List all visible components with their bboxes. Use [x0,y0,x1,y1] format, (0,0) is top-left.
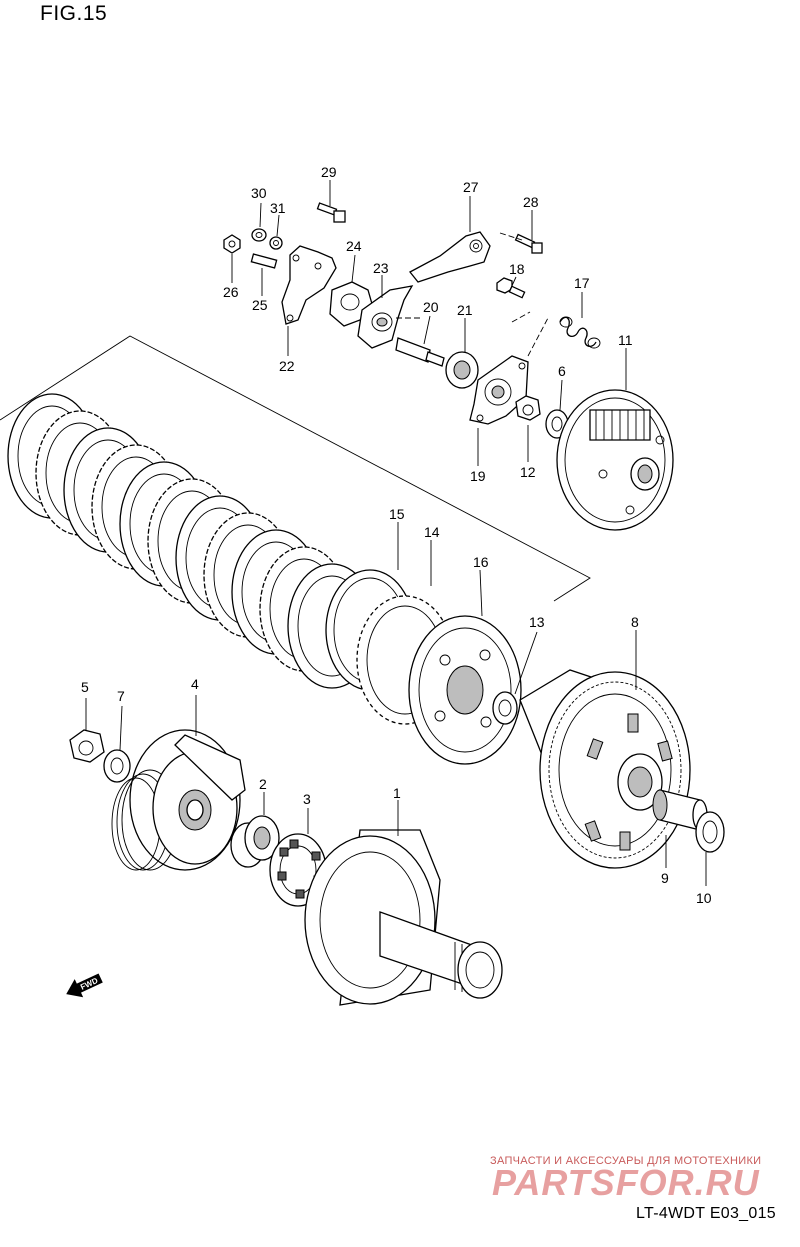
callout-18: 18 [509,261,525,277]
callout-13: 13 [529,614,545,630]
callout-2: 2 [259,776,267,792]
fwd-label: FWD [79,976,100,992]
callout-16: 16 [473,554,489,570]
callout-31: 31 [270,200,286,216]
callout-4: 4 [191,676,199,692]
part-12-nut [515,395,541,421]
callout-27: 27 [463,179,479,195]
part-30-nut [251,228,267,242]
callout-6: 6 [558,363,566,379]
callout-9: 9 [661,870,669,886]
release-mechanism-group [223,180,601,466]
part-28-bolt [514,233,543,254]
part-26-nut [223,234,241,254]
callout-19: 19 [470,468,486,484]
callout-24: 24 [346,238,362,254]
callout-7: 7 [117,688,125,704]
part-4-centrifugal-clutch [111,729,246,871]
callout-23: 23 [373,260,389,276]
callout-5: 5 [81,679,89,695]
part-17-spring [559,316,601,349]
part-5-nut [69,729,105,763]
callout-1: 1 [393,785,401,801]
callout-30: 30 [251,185,267,201]
part-19-lifter-plate [469,355,529,425]
part-31-washer [269,236,283,250]
callout-22: 22 [279,358,295,374]
part-11-sleeve-hub [556,389,674,531]
callout-labels: 29 30 31 27 28 24 23 18 17 26 25 20 21 1… [81,164,712,906]
callout-14: 14 [424,524,440,540]
callout-8: 8 [631,614,639,630]
callout-15: 15 [389,506,405,522]
plate-stack-frame [0,335,591,602]
part-8-clutch-housing [519,669,691,869]
part-29-bolt [316,180,346,223]
callout-21: 21 [457,302,473,318]
part-16-pressure-plate [408,615,522,765]
callout-20: 20 [423,299,439,315]
callout-17: 17 [574,275,590,291]
part-7-washer [103,749,131,783]
part-1-clutch-shoe-drum [304,829,503,1006]
fwd-arrow-icon: FWD [66,973,103,998]
callout-25: 25 [252,297,268,313]
part-10-washer [695,811,725,853]
callout-28: 28 [523,194,539,210]
part-25-stud [250,253,278,269]
callout-26: 26 [223,284,239,300]
figure-title: FIG.15 [40,2,108,25]
callout-12: 12 [520,464,536,480]
part-20-pin [395,337,445,367]
model-code: LT-4WDT E03_015 [636,1205,776,1222]
watermark-logo: PARTSFOR.RU [492,1162,760,1203]
part-21-bearing [445,351,479,389]
callout-3: 3 [303,791,311,807]
part-27-release-arm [409,231,491,283]
part-18-bolt [496,277,526,299]
plate-stack [7,393,377,689]
watermark-caption: ЗАПЧАСТИ И АКСЕССУАРЫ ДЛЯ МОТОТЕХНИКИ [490,1155,762,1167]
callout-29: 29 [321,164,337,180]
part-13-washer [492,691,518,725]
part-22-bracket [281,245,337,325]
callout-10: 10 [696,890,712,906]
part-2-bushing [230,815,280,868]
callout-11: 11 [618,332,633,348]
